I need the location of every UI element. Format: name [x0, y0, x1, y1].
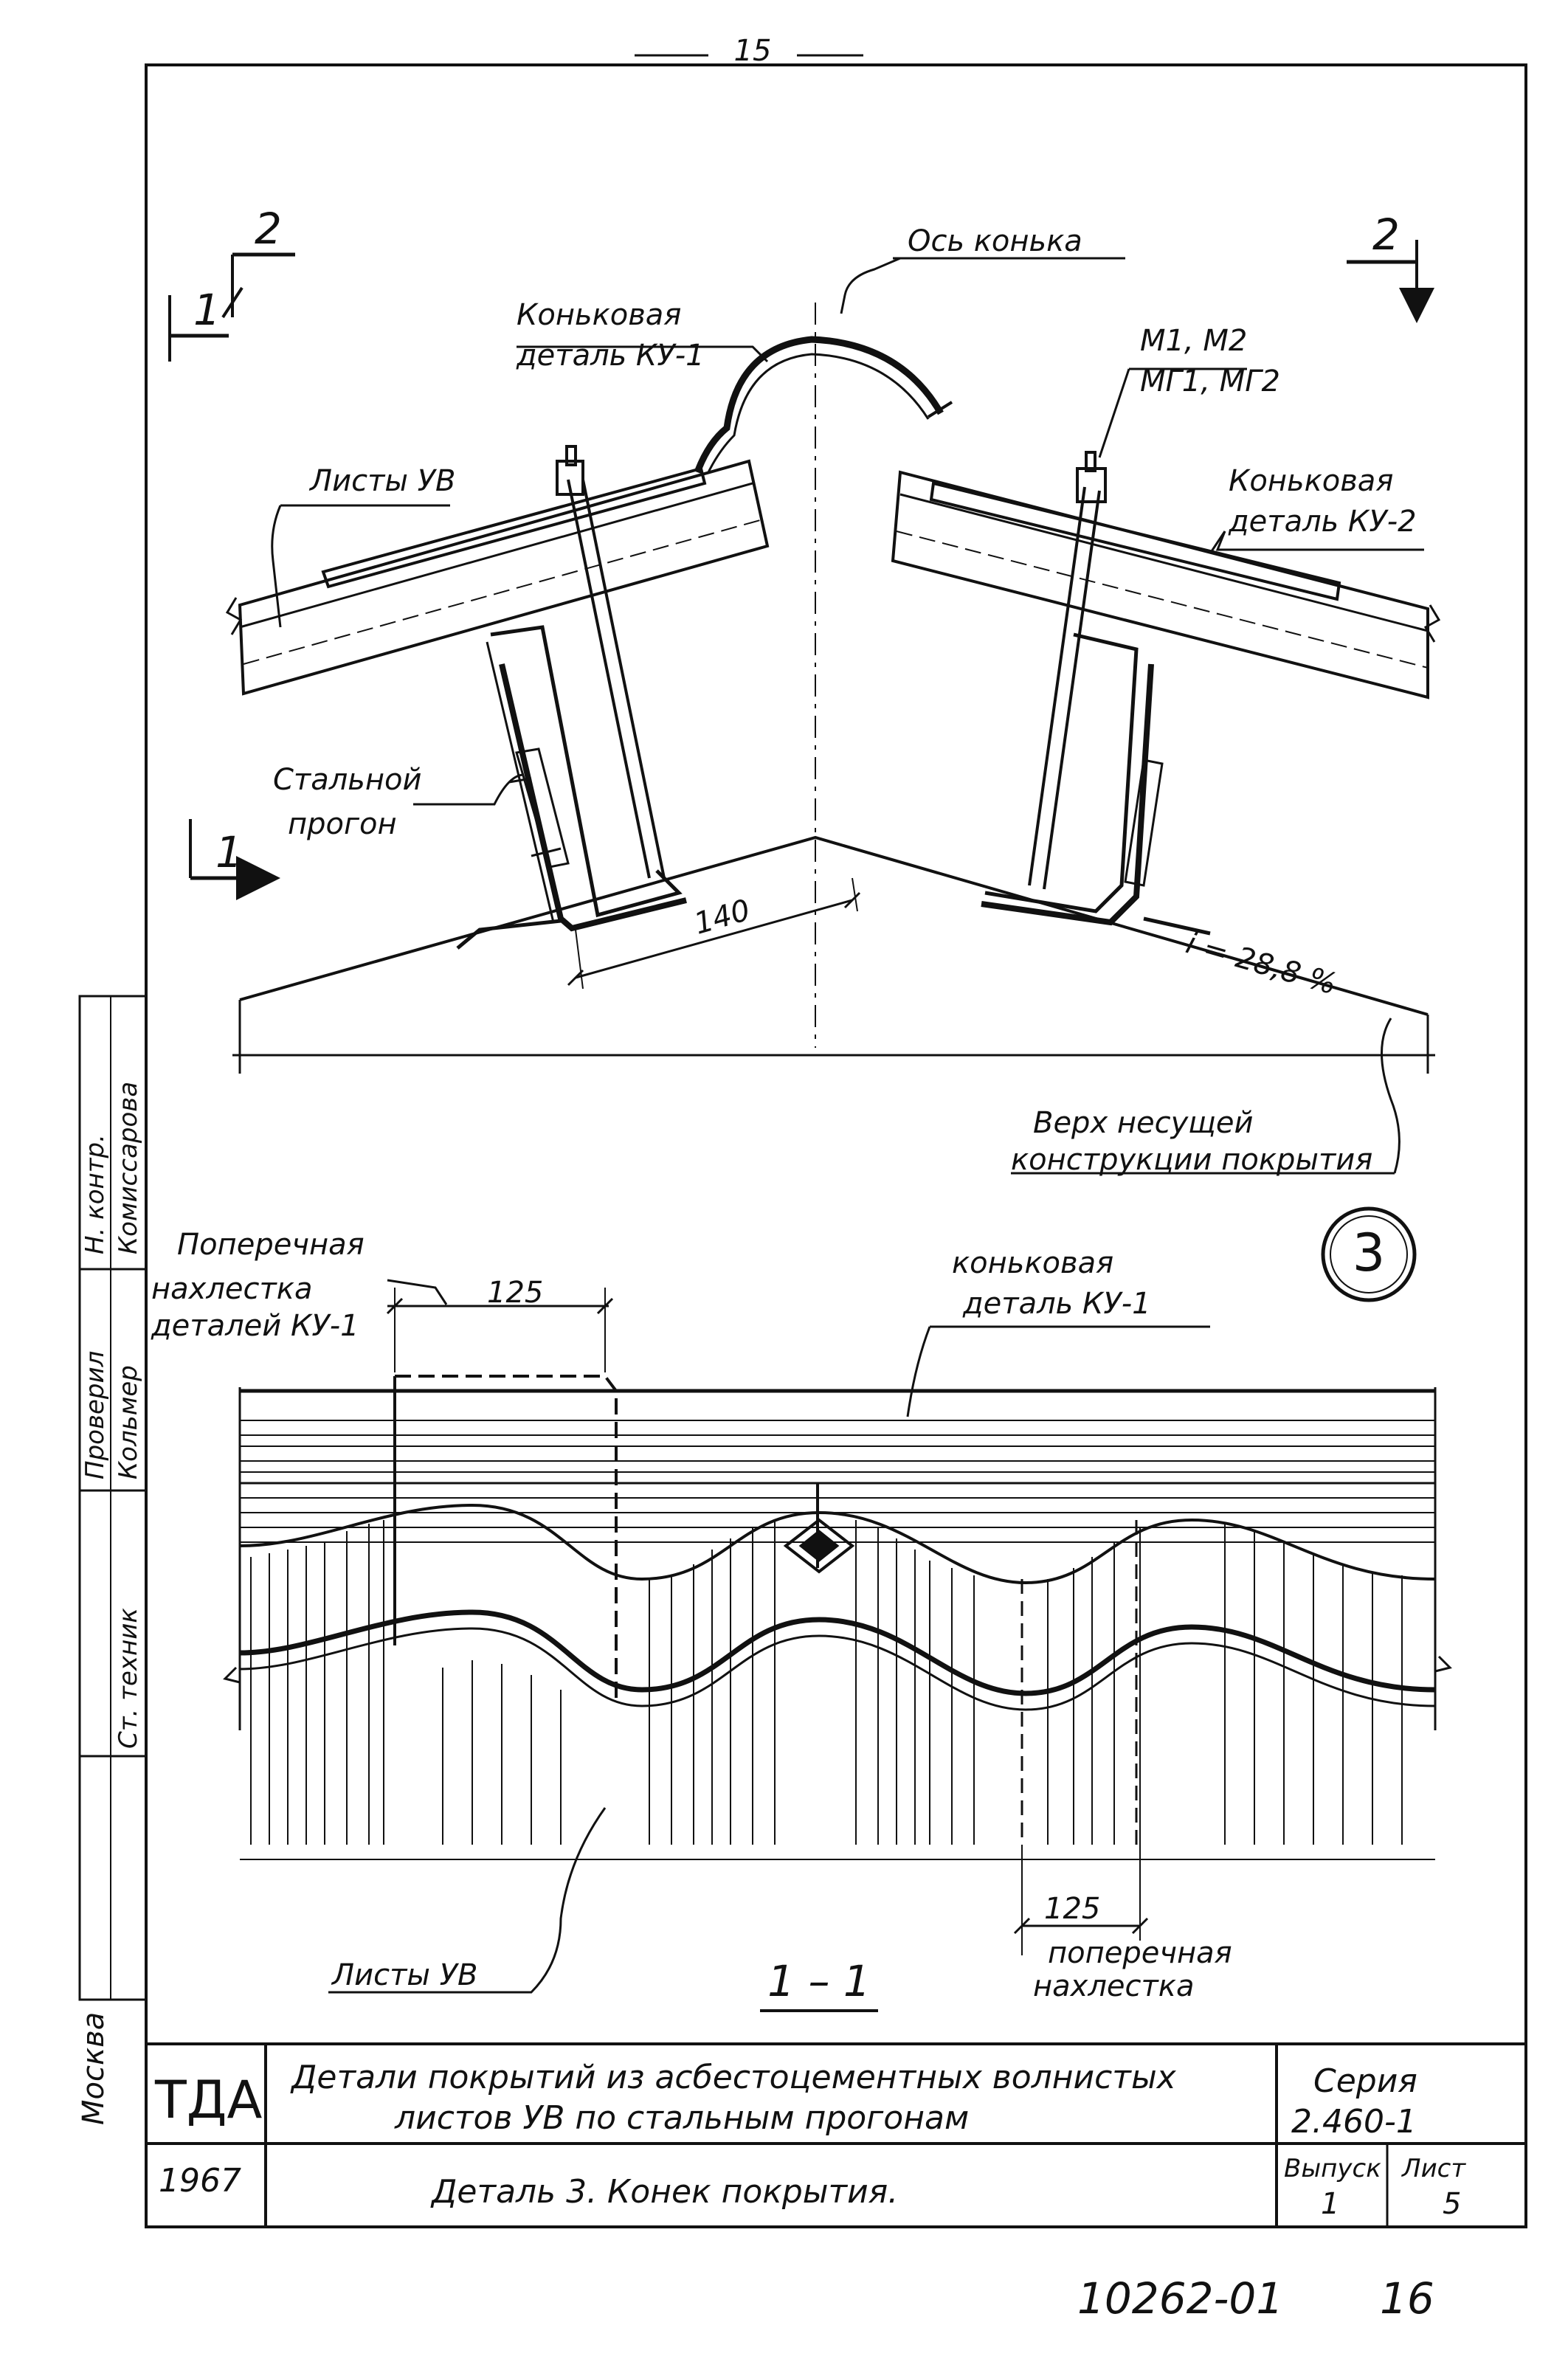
org-name: ТДА	[154, 2070, 262, 2130]
title-line2: листов УВ по стальным прогонам	[394, 2099, 969, 2137]
detail-number: 3	[1353, 1223, 1386, 1283]
overlap-label-line1: Поперечная	[177, 1228, 365, 1262]
fasteners-label-line2: МГ1, МГ2	[1140, 365, 1280, 398]
sheet-value: 5	[1443, 2187, 1461, 2221]
section-mark-1-bottom: 1	[215, 827, 243, 877]
city-label: Москва	[77, 2012, 111, 2125]
stamp-col2-name: Кольмер	[114, 1365, 143, 1479]
bottom-code: 10262-01 16	[1077, 2273, 1434, 2324]
cross-overlap-label-line2: нахлестка	[1033, 1969, 1194, 2003]
overlap-label-line2: нахлестка	[151, 1272, 312, 1306]
ridge-part-label-lower-line2: деталь КУ-1	[962, 1287, 1151, 1321]
section-title: 1 – 1	[767, 1956, 871, 2006]
purlin-label-line2: прогон	[288, 807, 397, 841]
issue-label: Выпуск	[1284, 2154, 1381, 2183]
ridge-axis-label: Ось конька	[908, 224, 1082, 258]
archive-code: 10262-01	[1077, 2273, 1283, 2324]
stamp-col3-name: Комиссарова	[114, 1082, 143, 1254]
dimension-140: 140	[691, 893, 754, 941]
purlin-label-line1: Стальной	[273, 763, 422, 797]
section-marks: 2 1 1 2	[168, 204, 1434, 900]
structure-label-line1: Верх несущей	[1033, 1106, 1254, 1140]
stamp-col3-role: Н. контр.	[80, 1134, 110, 1254]
cross-overlap-label-line1: поперечная	[1048, 1936, 1232, 1970]
ridge-cross-section	[225, 257, 1441, 1175]
page-number: 15	[635, 34, 863, 68]
section-mark-2-right: 2	[1372, 210, 1400, 260]
lower-view-labels: Поперечная нахлестка деталей КУ-1 125 ко…	[151, 1228, 1232, 2006]
issue-value: 1	[1321, 2187, 1339, 2221]
ridge-part-1-label-line1: Коньковая	[517, 298, 681, 332]
sheets-label-lower: Листы УВ	[331, 1958, 477, 1992]
ridge-part-2-label-line1: Коньковая	[1229, 464, 1393, 498]
structure-label-line2: конструкции покрытия	[1011, 1143, 1372, 1177]
title-block-text: ТДА Детали покрытий из асбестоцементных …	[154, 2059, 1466, 2221]
upper-view-labels: Ось конька Коньковая деталь КУ-1 М1, М2 …	[273, 224, 1417, 1177]
dimension-125-bottom: 125	[1044, 1892, 1100, 1926]
section-mark-2-left: 2	[255, 204, 282, 254]
sheets-label-upper: Листы УВ	[308, 464, 455, 498]
section-1-1-view	[223, 1279, 1452, 2012]
slope-label: i = 28,8 %	[1182, 926, 1340, 1001]
ridge-part-label-lower-line1: коньковая	[952, 1246, 1113, 1280]
series-label: Серия	[1313, 2062, 1417, 2100]
fasteners-label-line1: М1, М2	[1140, 324, 1247, 358]
overlap-label-line3: деталей КУ-1	[151, 1309, 359, 1343]
title-block	[146, 2042, 1526, 2227]
sheet-title: Деталь 3. Конек покрытия.	[430, 2173, 898, 2211]
dimension-125-top: 125	[487, 1276, 543, 1310]
series-value: 2.460-1	[1291, 2103, 1417, 2141]
sheet-label: Лист	[1401, 2154, 1466, 2183]
ridge-part-1-label-line2: деталь КУ-1	[516, 339, 705, 373]
archive-sheet: 16	[1380, 2273, 1434, 2324]
side-stamp: Н. контр. Комиссарова Проверил Кольмер С…	[77, 995, 148, 2125]
ridge-part-2-label-line2: деталь КУ-2	[1228, 505, 1417, 539]
stamp-col2-role: Проверил	[80, 1351, 110, 1479]
detail-number-badge: 3	[1321, 1206, 1417, 1302]
stamp-col1-role: Ст. техник	[114, 1608, 143, 1749]
year: 1967	[159, 2162, 241, 2200]
title-line1: Детали покрытий из асбестоцементных волн…	[290, 2059, 1177, 2096]
section-mark-1-top: 1	[193, 285, 221, 335]
page-number-text: 15	[734, 34, 772, 68]
